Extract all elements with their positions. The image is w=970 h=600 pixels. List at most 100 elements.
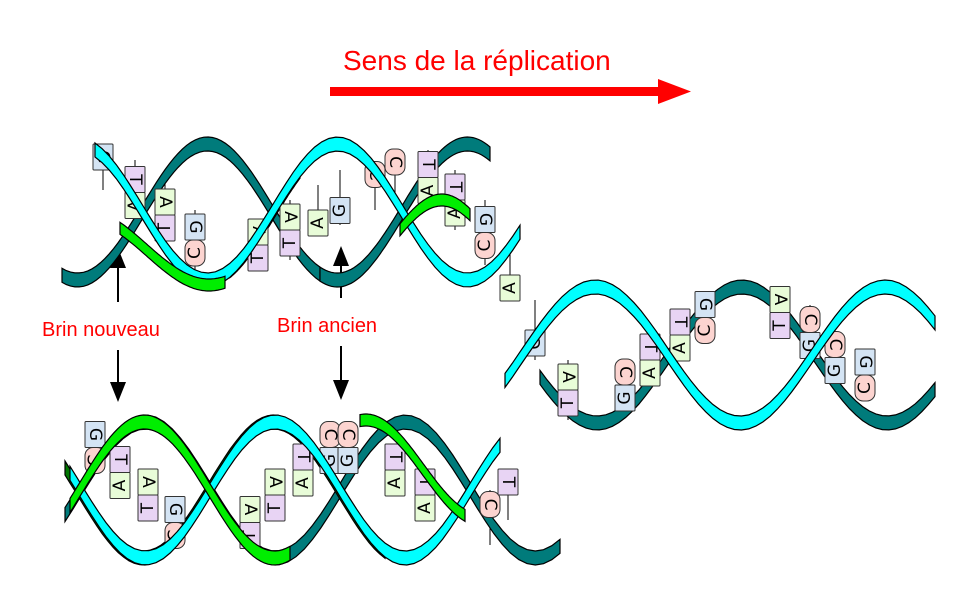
bottom-branch-base-top: T bbox=[497, 468, 519, 496]
parent-duplex-base-top: A bbox=[769, 286, 791, 313]
top-branch-base-bottom: T bbox=[247, 244, 269, 272]
svg-text:G: G bbox=[85, 428, 105, 441]
top-branch-base-top: G bbox=[184, 213, 206, 241]
bottom-branch-base-top: G bbox=[84, 421, 106, 448]
top-branch-base-top: G bbox=[474, 206, 496, 233]
bottom-branch-base-top: C bbox=[479, 491, 501, 518]
svg-text:A: A bbox=[138, 476, 158, 488]
svg-text:A: A bbox=[500, 282, 520, 294]
bottom-branch-base-bottom: A bbox=[109, 472, 131, 499]
svg-text:T: T bbox=[445, 181, 465, 193]
svg-text:C: C bbox=[480, 499, 500, 511]
top-branch-new-strand-green bbox=[119, 221, 226, 292]
svg-text:C: C bbox=[695, 325, 715, 337]
svg-text:G: G bbox=[165, 503, 185, 516]
svg-text:C: C bbox=[338, 429, 358, 441]
top-branch-base-top: C bbox=[384, 148, 406, 176]
parent-duplex-base-bottom: G bbox=[614, 384, 636, 412]
bottom-branch-base-top: T bbox=[292, 443, 314, 471]
svg-text:G: G bbox=[338, 454, 358, 467]
svg-text:T: T bbox=[770, 320, 790, 332]
svg-text:T: T bbox=[110, 453, 130, 465]
svg-text:A: A bbox=[280, 211, 300, 223]
bottom-branch-base-top: G bbox=[164, 496, 186, 523]
svg-text:T: T bbox=[280, 237, 300, 249]
svg-text:T: T bbox=[498, 476, 518, 488]
svg-text:T: T bbox=[138, 502, 158, 514]
bottom-branch-base-top: C bbox=[319, 421, 341, 448]
bottom-branch-new-strand-green-2 bbox=[359, 413, 466, 523]
svg-text:C: C bbox=[825, 339, 845, 351]
svg-text:T: T bbox=[558, 397, 578, 409]
svg-text:T: T bbox=[155, 222, 175, 234]
top-branch-base-top: A bbox=[154, 188, 176, 216]
svg-text:T: T bbox=[418, 158, 438, 170]
svg-text:C: C bbox=[185, 247, 205, 259]
svg-text:G: G bbox=[330, 204, 350, 217]
bottom-branch-base-top: C bbox=[337, 421, 359, 448]
svg-text:G: G bbox=[185, 220, 205, 233]
top-branch-base-bottom: G bbox=[329, 197, 351, 224]
svg-text:G: G bbox=[475, 213, 495, 226]
top-branch-base-bottom: T bbox=[279, 229, 301, 257]
bottom-branch-base-top: T bbox=[384, 443, 406, 471]
svg-text:C: C bbox=[385, 156, 405, 168]
svg-text:A: A bbox=[308, 217, 328, 229]
replication-direction-title: Sens de la réplication bbox=[343, 45, 611, 76]
svg-text:A: A bbox=[558, 371, 578, 383]
svg-text:G: G bbox=[615, 391, 635, 404]
svg-text:A: A bbox=[670, 342, 690, 354]
svg-text:A: A bbox=[640, 367, 660, 379]
bottom-branch-new-strand-green bbox=[69, 414, 291, 566]
svg-text:C: C bbox=[800, 314, 820, 326]
top-branch-base-top: A bbox=[557, 363, 579, 391]
svg-text:G: G bbox=[695, 298, 715, 311]
svg-text:C: C bbox=[615, 366, 635, 378]
top-branch-old-strand-cyan bbox=[94, 136, 521, 288]
parent-duplex-base-bottom: C bbox=[694, 317, 716, 344]
svg-text:T: T bbox=[293, 451, 313, 463]
bottom-branch-base-bottom: A bbox=[384, 469, 406, 497]
svg-text:A: A bbox=[293, 477, 313, 489]
bottom-branch-base-top: A bbox=[239, 496, 261, 523]
parent-duplex-base-bottom: A bbox=[639, 359, 661, 387]
svg-text:A: A bbox=[110, 479, 130, 491]
new-strand-label: Brin nouveau bbox=[42, 319, 160, 341]
svg-text:G: G bbox=[855, 355, 875, 368]
bottom-branch-base-bottom: T bbox=[137, 494, 159, 522]
top-branch-base-bottom: A bbox=[499, 274, 521, 302]
parent-duplex-base-bottom: C bbox=[854, 374, 876, 402]
svg-text:A: A bbox=[418, 184, 438, 196]
bottom-branch-base-bottom: A bbox=[414, 494, 436, 522]
bottom-branch-old-strand-cyan bbox=[69, 414, 501, 566]
front-strands bbox=[69, 136, 936, 566]
replication-direction-arrow bbox=[330, 79, 691, 104]
svg-text:A: A bbox=[155, 196, 175, 208]
top-branch-base-bottom: A bbox=[307, 209, 329, 237]
svg-text:C: C bbox=[475, 240, 495, 252]
parent-duplex-base-top: G bbox=[694, 291, 716, 318]
svg-text:A: A bbox=[240, 504, 260, 516]
bottom-branch-base-bottom: T bbox=[264, 494, 286, 522]
top-branch-base-top: T bbox=[444, 173, 466, 201]
svg-text:T: T bbox=[385, 451, 405, 463]
parent-duplex-base-bottom: A bbox=[669, 334, 691, 362]
bottom-branch-base-top: T bbox=[109, 446, 131, 473]
svg-text:A: A bbox=[385, 477, 405, 489]
svg-text:A: A bbox=[770, 294, 790, 306]
bottom-branch-base-top: A bbox=[137, 468, 159, 496]
top-branch-new-strand-green-2 bbox=[399, 193, 471, 238]
top-branch-base-bottom: T bbox=[557, 389, 579, 417]
svg-text:T: T bbox=[670, 316, 690, 328]
top-branch-base-top: T bbox=[417, 151, 439, 178]
svg-text:G: G bbox=[825, 364, 845, 377]
svg-text:T: T bbox=[265, 502, 285, 514]
top-branch-base-bottom: C bbox=[184, 239, 206, 267]
parent-duplex-strand-cyan bbox=[504, 279, 936, 431]
parent-duplex-base-top: C bbox=[799, 306, 821, 333]
parent-duplex-base-bottom: T bbox=[769, 312, 791, 339]
parent-duplex-base-top: G bbox=[854, 348, 876, 376]
parent-duplex-base-bottom: G bbox=[824, 357, 846, 384]
svg-text:C: C bbox=[855, 382, 875, 394]
